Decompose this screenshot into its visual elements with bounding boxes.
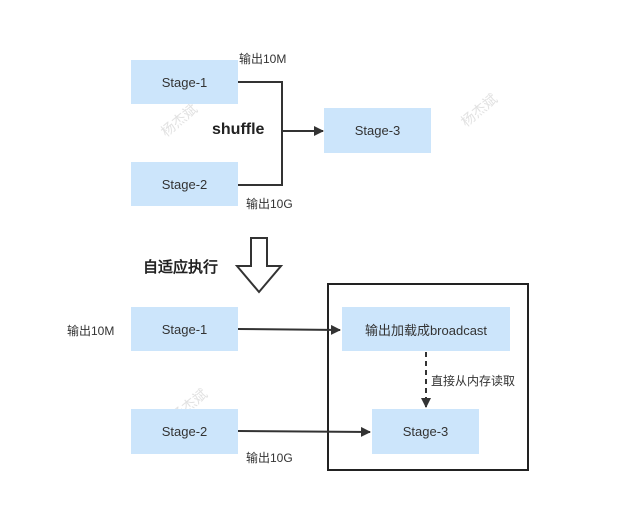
bottom-stage1-box: Stage-1 [131, 307, 238, 351]
direct-read-label: 直接从内存读取 [431, 374, 516, 388]
top-output-10m-label: 输出10M [239, 52, 287, 66]
broadcast-container-frame [327, 283, 529, 471]
shuffle-label: shuffle [212, 121, 265, 138]
broadcast-box: 输出加载成broadcast [342, 307, 510, 351]
top-output-10g-label: 输出10G [246, 197, 293, 211]
bottom-output-10m-label: 输出10M [67, 324, 115, 338]
top-stage1-box: Stage-1 [131, 60, 238, 104]
top-stage3-box: Stage-3 [324, 108, 431, 153]
bottom-output-10g-label: 输出10G [246, 451, 293, 465]
bottom-stage3-box: Stage-3 [372, 409, 479, 454]
top-stage2-box: Stage-2 [131, 162, 238, 206]
bottom-stage1-to-broadcast-arrow [237, 324, 341, 335]
adaptive-execution-label: 自适应执行 [143, 259, 219, 276]
stage1-to-shuffle-line [238, 81, 283, 186]
bottom-stage2-to-stage3-arrow [237, 426, 371, 437]
bottom-stage2-box: Stage-2 [131, 409, 238, 454]
adaptive-down-arrow [234, 237, 284, 294]
